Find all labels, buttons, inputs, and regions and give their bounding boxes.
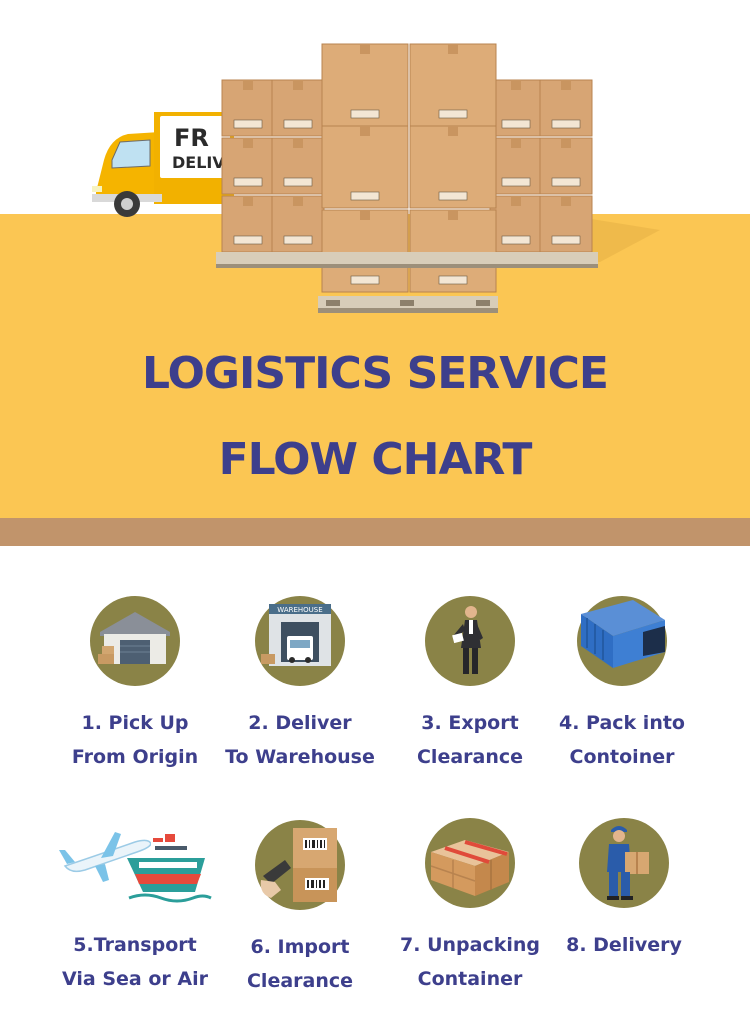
cardboard-box xyxy=(539,79,593,137)
hero-illustration: FR DELIV xyxy=(92,43,660,313)
step-7-title: 7. Unpacking xyxy=(400,934,540,956)
step-2-deliver: WAREHOUSE 2. Deliver To Warehouse xyxy=(210,596,390,774)
step-8-title: 8. Delivery xyxy=(566,934,682,956)
step-8-label: 8. Delivery xyxy=(534,928,714,962)
step-4-label: 4. Pack into Contoiner xyxy=(532,706,712,774)
hero-brown-band xyxy=(0,518,750,546)
step-7-subtitle: Container xyxy=(417,968,523,990)
step-3-title: 3. Export xyxy=(421,712,519,734)
step-2-title: 2. Deliver xyxy=(248,712,352,734)
step-5-subtitle: Via Sea or Air xyxy=(62,968,208,990)
step-4-subtitle: Contoiner xyxy=(569,746,675,768)
cardboard-box xyxy=(409,125,497,209)
cardboard-box xyxy=(489,137,543,195)
cardboard-box xyxy=(489,195,543,253)
step-8-delivery: 8. Delivery xyxy=(534,818,714,962)
container-icon xyxy=(577,596,667,686)
cardboard-box xyxy=(489,79,543,137)
cardboard-box xyxy=(321,209,409,293)
plane-ship-icon xyxy=(59,832,212,903)
cardboard-boxes xyxy=(221,43,593,293)
boxes-icon xyxy=(425,818,515,908)
step-3-label: 3. Export Clearance xyxy=(380,706,560,774)
hero-banner: FR DELIV LOGISTICS SERVICE FLOW CHART xyxy=(0,43,750,546)
step-2-label: 2. Deliver To Warehouse xyxy=(210,706,390,774)
step-1-pick-up: 1. Pick Up From Origin xyxy=(45,596,225,774)
businessman-icon xyxy=(425,596,515,686)
ship-icon xyxy=(127,834,212,903)
step-4-pack-container: 4. Pack into Contoiner xyxy=(532,596,712,774)
cardboard-box xyxy=(321,43,409,127)
cardboard-box xyxy=(539,137,593,195)
truck-sign-text-1: FR xyxy=(174,124,209,152)
step-6-label: 6. Import Clearance xyxy=(210,930,390,998)
step-6-title: 6. Import xyxy=(250,936,350,958)
step-3-export-clearance: 3. Export Clearance xyxy=(380,596,560,774)
step-7-unpacking: 7. Unpacking Container xyxy=(380,818,560,996)
step-5-transport: 5.Transport Via Sea or Air xyxy=(45,818,225,996)
step-7-label: 7. Unpacking Container xyxy=(380,928,560,996)
page-title-line-2: FLOW CHART xyxy=(218,434,533,485)
cardboard-box xyxy=(221,79,275,137)
truck-sign-text-2: DELIV xyxy=(172,153,225,172)
cardboard-box xyxy=(409,43,497,127)
step-6-subtitle: Clearance xyxy=(246,970,354,992)
cardboard-box xyxy=(221,137,275,195)
step-5-title: 5.Transport xyxy=(73,934,197,956)
step-6-import-clearance: 6. Import Clearance xyxy=(210,820,390,998)
step-1-label: 1. Pick Up From Origin xyxy=(45,706,225,774)
cardboard-box xyxy=(271,79,325,137)
step-1-subtitle: From Origin xyxy=(71,746,199,768)
truck-warehouse-icon: WAREHOUSE xyxy=(255,596,345,686)
warehouse-sign: WAREHOUSE xyxy=(277,606,322,614)
cardboard-box xyxy=(221,195,275,253)
step-3-subtitle: Clearance xyxy=(416,746,524,768)
cardboard-box xyxy=(271,195,325,253)
step-5-label: 5.Transport Via Sea or Air xyxy=(45,928,225,996)
step-1-title: 1. Pick Up xyxy=(81,712,189,734)
cardboard-box xyxy=(539,195,593,253)
step-2-subtitle: To Warehouse xyxy=(225,746,375,768)
cardboard-box xyxy=(409,209,497,293)
barcode-scanner-icon xyxy=(255,820,345,910)
delivery-man-icon xyxy=(579,818,669,908)
delivery-truck-icon: FR DELIV xyxy=(92,112,234,217)
page-title-line-1: LOGISTICS SERVICE xyxy=(142,348,609,399)
step-4-title: 4. Pack into xyxy=(559,712,685,734)
cardboard-box xyxy=(271,137,325,195)
warehouse-icon xyxy=(90,596,180,686)
cardboard-box xyxy=(321,125,409,209)
